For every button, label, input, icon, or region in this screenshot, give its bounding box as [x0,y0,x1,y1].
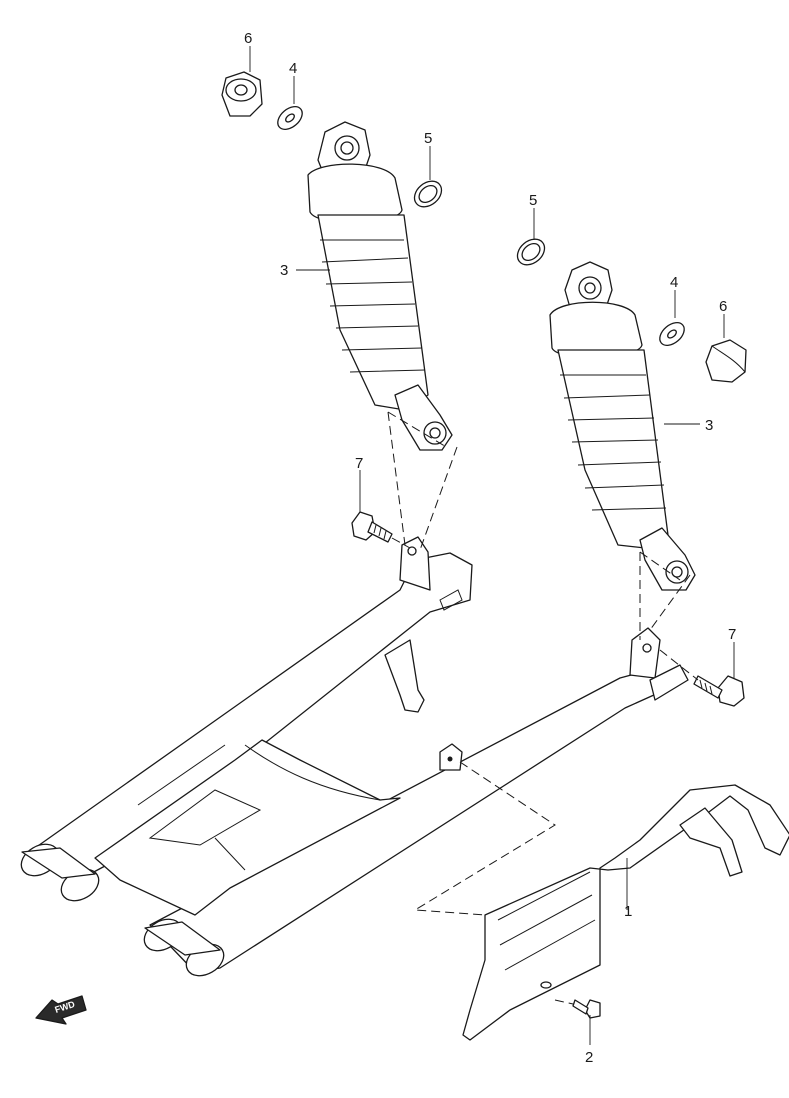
washer-5-left [413,180,443,208]
callout-leaders [249,46,735,1045]
callout-6-left: 6 [244,30,252,47]
shock-absorber-right [549,261,696,591]
chain-case [462,784,789,1041]
arrow-left-down-icon [35,995,87,1025]
callout-7-right: 7 [728,626,736,643]
bolt-7-right [693,675,745,707]
washer-5-right [516,238,546,266]
callout-6-right: 6 [719,298,727,315]
cap-nut-left [221,71,263,117]
cap-nut-right [705,339,747,383]
fwd-badge: FWD [35,995,87,1025]
shock-absorber-left [307,121,453,451]
callout-5-left: 5 [424,130,432,147]
callout-7-left: 7 [355,455,363,472]
bolt-7-left [351,511,393,543]
callout-4-right: 4 [670,274,678,291]
washer-4-right [659,322,685,346]
callout-3-right: 3 [705,417,713,434]
swingarm [20,536,689,977]
callout-2: 2 [585,1049,593,1066]
callout-4-left: 4 [289,60,297,77]
assembly-lines [387,411,699,1005]
callout-1: 1 [624,903,632,920]
callout-3-left: 3 [280,262,288,279]
callout-5-right: 5 [529,192,537,209]
callout-numbers: 6 4 5 3 5 4 6 3 7 7 1 2 [244,30,736,1066]
screw-2 [572,999,601,1019]
washer-4-left [277,106,303,130]
